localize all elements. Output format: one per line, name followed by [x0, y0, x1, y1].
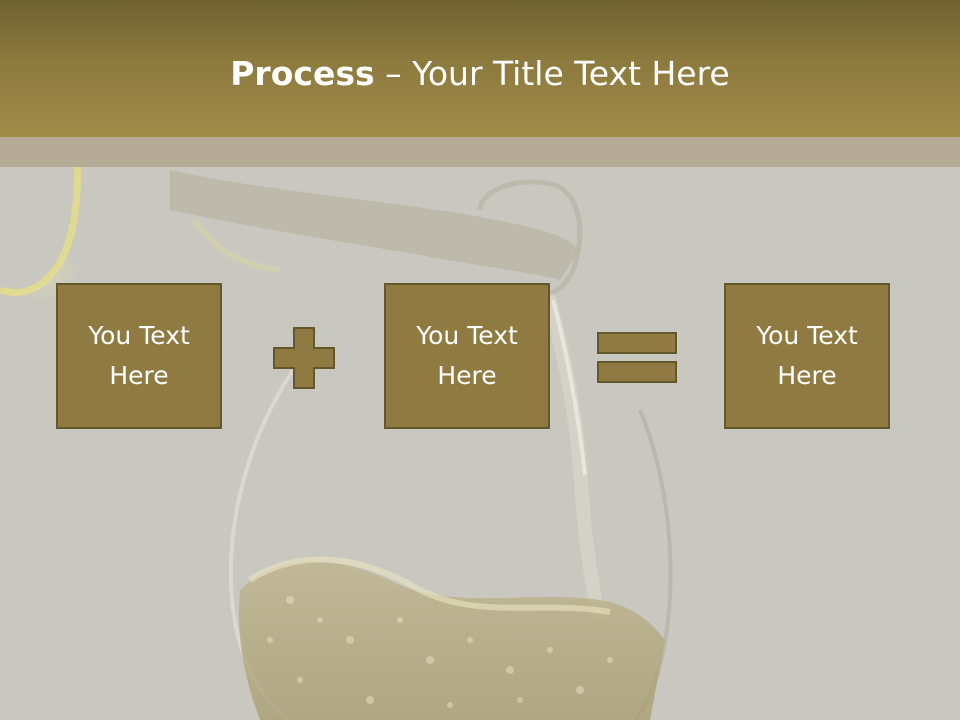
slide-title-bold: Process: [230, 54, 375, 93]
process-box-2-text: You Text Here: [416, 321, 518, 390]
title-bar: [0, 0, 960, 137]
equals-icon: [597, 332, 677, 383]
process-box-1: You Text Here: [56, 283, 222, 429]
process-box-3-text: You Text Here: [756, 321, 858, 390]
process-box-2: You Text Here: [384, 283, 550, 429]
slide-title-rest: – Your Title Text Here: [374, 54, 730, 93]
slide-title: Process – Your Title Text Here: [0, 52, 960, 96]
process-box-1-text: You Text Here: [88, 321, 190, 390]
title-bar-underline: [0, 137, 960, 167]
plus-icon: [273, 327, 335, 389]
process-box-3: You Text Here: [724, 283, 890, 429]
